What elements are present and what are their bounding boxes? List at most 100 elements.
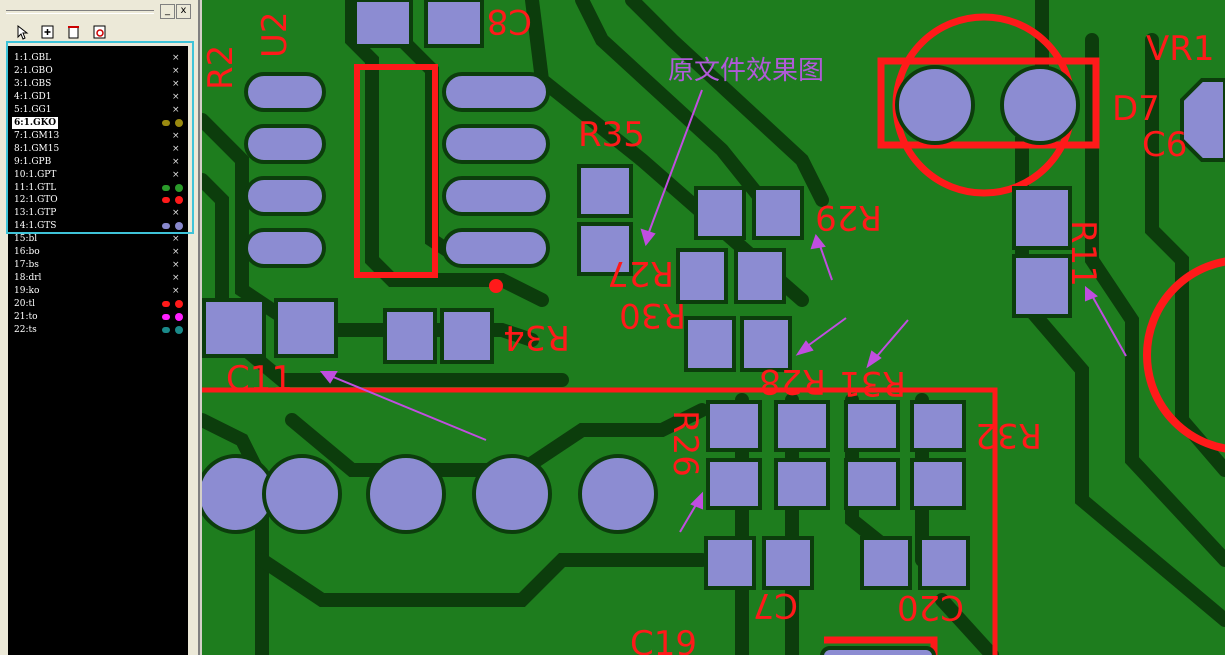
layer-color-swatch[interactable] bbox=[162, 326, 170, 333]
layer-row[interactable]: 8:1.GM15× bbox=[12, 143, 186, 155]
layer-name: 13:1.GTP bbox=[14, 208, 57, 219]
layer-row[interactable]: 22:ts bbox=[12, 324, 186, 336]
delete-layer-icon[interactable] bbox=[66, 24, 82, 40]
smd-pad bbox=[844, 400, 900, 452]
silk-c8: C8 bbox=[487, 1, 532, 41]
layer-row[interactable]: 15:bl× bbox=[12, 233, 186, 245]
layer-color-swatch[interactable] bbox=[162, 197, 170, 204]
layer-visible-icon[interactable] bbox=[175, 183, 183, 192]
layer-row[interactable]: 11:1.GTL bbox=[12, 182, 186, 194]
layer-visible-icon[interactable] bbox=[175, 222, 183, 231]
layer-color-swatch[interactable] bbox=[162, 301, 170, 308]
smd-pad bbox=[910, 458, 966, 510]
smd-pad bbox=[706, 400, 762, 452]
silk-d7: D7 bbox=[1112, 89, 1160, 129]
pcb-drawing: R2 U2 C8 R35 R27 R29 R30 R34 C11 R28 R31… bbox=[202, 0, 1225, 655]
layer-name: 7:1.GM13 bbox=[14, 130, 60, 141]
layer-visible-icon[interactable] bbox=[175, 325, 183, 334]
layer-row[interactable]: 4:1.GD1× bbox=[12, 91, 186, 103]
silk-r35: R35 bbox=[578, 115, 645, 155]
layer-name: 3:1.GBS bbox=[14, 78, 52, 89]
layer-hidden-icon[interactable]: × bbox=[172, 53, 180, 63]
layer-row[interactable]: 20:tl bbox=[12, 298, 186, 310]
layer-row[interactable]: 7:1.GM13 × bbox=[12, 130, 186, 142]
silk-c6: C6 bbox=[1142, 125, 1187, 165]
layer-hidden-icon[interactable]: × bbox=[172, 130, 180, 141]
annotation-text: 原文件效果图 bbox=[668, 56, 825, 86]
board-outline bbox=[202, 387, 998, 655]
layer-row[interactable]: 18:drl× bbox=[12, 272, 186, 284]
pin1-marker bbox=[489, 279, 503, 293]
smd-pad bbox=[383, 308, 437, 364]
layer-hidden-icon[interactable]: × bbox=[172, 260, 180, 271]
panel-grip[interactable] bbox=[6, 10, 154, 14]
layer-hidden-icon[interactable]: × bbox=[172, 247, 180, 258]
layer-visible-icon[interactable] bbox=[175, 313, 183, 321]
layer-name: 12:1.GTO bbox=[14, 195, 58, 206]
layer-properties-icon[interactable] bbox=[92, 24, 108, 40]
layer-list[interactable]: 1:1.GBL×2:1.GBO×3:1.GBS×4:1.GD1×5:1.GG1×… bbox=[8, 46, 188, 655]
restore-button[interactable]: _ bbox=[160, 4, 175, 19]
layer-visible-icon[interactable] bbox=[175, 300, 183, 309]
layer-row[interactable]: 3:1.GBS × bbox=[12, 78, 186, 90]
smd-pad bbox=[1012, 254, 1072, 318]
layer-row[interactable]: 9:1.GPB × bbox=[12, 156, 186, 168]
layer-hidden-icon[interactable]: × bbox=[172, 234, 180, 245]
pcb-view[interactable]: R2 U2 C8 R35 R27 R29 R30 R34 C11 R28 R31… bbox=[202, 0, 1225, 655]
layer-color-swatch[interactable] bbox=[162, 119, 170, 126]
trace bbox=[575, 0, 769, 207]
layer-visible-icon[interactable] bbox=[175, 196, 183, 205]
annotation-arrow bbox=[325, 373, 487, 441]
close-button[interactable]: x bbox=[176, 4, 191, 19]
smd-pad bbox=[910, 400, 966, 452]
layer-visible-icon[interactable] bbox=[175, 118, 183, 127]
smd-pad bbox=[676, 248, 728, 304]
layer-color-swatch[interactable] bbox=[162, 314, 170, 320]
layer-row[interactable]: 1:1.GBL× bbox=[12, 52, 186, 64]
layer-hidden-icon[interactable]: × bbox=[172, 65, 180, 76]
layer-row[interactable]: 21:to bbox=[12, 311, 186, 323]
add-layer-icon[interactable] bbox=[40, 24, 56, 40]
trace bbox=[935, 593, 999, 655]
smd-pad bbox=[442, 176, 550, 216]
layer-hidden-icon[interactable]: × bbox=[172, 169, 180, 180]
layer-color-swatch[interactable] bbox=[162, 223, 170, 230]
layer-hidden-icon[interactable]: × bbox=[172, 91, 180, 102]
smd-pad bbox=[442, 228, 550, 268]
smd-pad bbox=[774, 458, 830, 510]
layer-color-swatch[interactable] bbox=[162, 184, 170, 191]
annotation-arrow bbox=[801, 317, 847, 351]
layer-name: 17:bs bbox=[14, 260, 39, 271]
layer-hidden-icon[interactable]: × bbox=[172, 156, 180, 167]
u2-outline bbox=[354, 64, 438, 278]
layer-name: 2:1.GBO bbox=[14, 65, 53, 76]
pointer-tool-icon[interactable] bbox=[14, 24, 30, 40]
layer-hidden-icon[interactable]: × bbox=[172, 78, 180, 89]
silk-r26: R26 bbox=[665, 410, 705, 477]
layer-hidden-icon[interactable]: × bbox=[172, 286, 180, 297]
layer-name: 9:1.GPB bbox=[14, 156, 52, 167]
layer-row[interactable]: 10:1.GPT× bbox=[12, 169, 186, 181]
annotation-arrow bbox=[871, 319, 909, 363]
smd-pad bbox=[694, 186, 746, 240]
layer-row[interactable]: 12:1.GTO bbox=[12, 194, 186, 206]
smd-pad bbox=[918, 536, 970, 590]
layer-row[interactable]: 2:1.GBO × bbox=[12, 65, 186, 77]
layer-row[interactable]: 17:bs × bbox=[12, 259, 186, 271]
layer-name: 5:1.GG1 bbox=[14, 104, 52, 115]
smd-pad bbox=[244, 124, 326, 164]
layer-row[interactable]: 14:1.GTS bbox=[12, 220, 186, 232]
layer-row[interactable]: 16:bo× bbox=[12, 246, 186, 258]
through-hole-pad bbox=[262, 454, 342, 534]
layer-row[interactable]: 19:ko× bbox=[12, 285, 186, 297]
layer-hidden-icon[interactable]: × bbox=[172, 273, 180, 284]
layer-row[interactable]: 6:1.GKO bbox=[12, 116, 186, 129]
layer-hidden-icon[interactable]: × bbox=[172, 143, 180, 154]
layer-hidden-icon[interactable]: × bbox=[172, 104, 180, 115]
smd-pad bbox=[244, 72, 326, 112]
layer-row[interactable]: 13:1.GTP × bbox=[12, 207, 186, 219]
layer-hidden-icon[interactable]: × bbox=[172, 208, 180, 219]
trace bbox=[345, 0, 549, 307]
smd-pad bbox=[244, 176, 326, 216]
layer-row[interactable]: 5:1.GG1 × bbox=[12, 104, 186, 116]
